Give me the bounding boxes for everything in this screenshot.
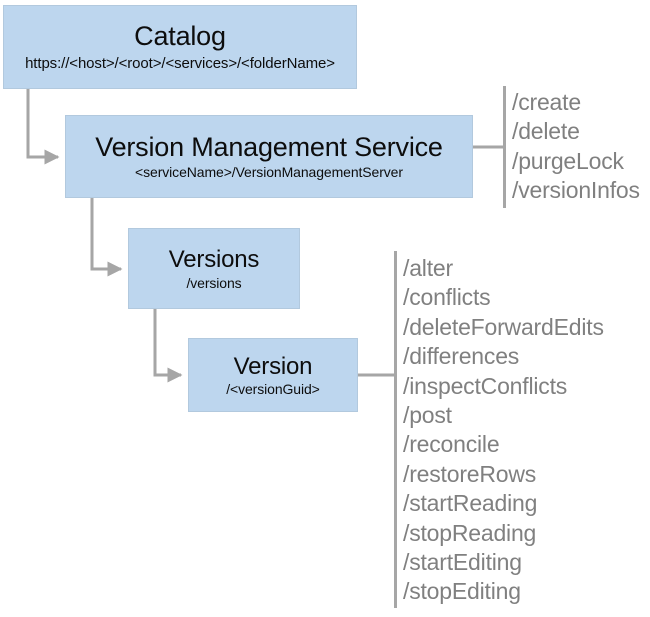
node-versions[interactable]: Versions /versions — [128, 228, 300, 309]
endpoint-item[interactable]: /restoreRows — [403, 460, 537, 487]
connector-versions-to-version — [153, 309, 183, 383]
endpoint-list-version: /alter/conflicts/deleteForwardEdits/diff… — [403, 254, 604, 607]
node-version-management-service-subtitle: <serviceName>/VersionManagementServer — [135, 164, 403, 181]
node-version-subtitle: /<versionGuid> — [226, 380, 320, 397]
endpoint-list-vms: /create/delete/purgeLock/versionInfos — [512, 88, 640, 206]
node-versions-title: Versions — [168, 245, 260, 273]
endpoint-item[interactable]: /differences — [403, 343, 520, 370]
node-versions-subtitle: /versions — [186, 274, 242, 291]
node-version-management-service[interactable]: Version Management Service <serviceName>… — [65, 115, 473, 198]
connector-vms-to-versions — [90, 198, 123, 277]
endpoint-item[interactable]: /create — [512, 89, 581, 115]
node-version-title: Version — [233, 352, 313, 380]
endpoint-item[interactable]: /reconcile — [403, 431, 500, 458]
endpoint-item[interactable]: /stopReading — [403, 519, 537, 546]
node-catalog-subtitle: https://<host>/<root>/<services>/<folder… — [25, 54, 335, 72]
node-version[interactable]: Version /<versionGuid> — [188, 338, 358, 412]
endpoint-item[interactable]: /post — [403, 402, 452, 429]
endpoint-item[interactable]: /startEditing — [403, 549, 522, 576]
endpoint-item[interactable]: /delete — [512, 118, 580, 145]
endpoint-bracket-vms — [503, 86, 506, 208]
endpoint-item[interactable]: /stopEditing — [403, 578, 521, 605]
endpoint-item[interactable]: /purgeLock — [512, 147, 624, 174]
node-catalog[interactable]: Catalog https://<host>/<root>/<services>… — [3, 5, 357, 89]
endpoint-item[interactable]: /alter — [403, 255, 453, 281]
node-catalog-title: Catalog — [134, 21, 226, 52]
endpoint-item[interactable]: /startReading — [403, 490, 538, 517]
endpoint-item[interactable]: /conflicts — [403, 284, 491, 311]
endpoint-bracket-version — [394, 251, 397, 608]
endpoint-item[interactable]: /inspectConflicts — [403, 372, 568, 399]
connector-catalog-to-vms — [26, 89, 60, 165]
endpoint-item[interactable]: /deleteForwardEdits — [403, 313, 604, 340]
endpoint-item[interactable]: /versionInfos — [512, 177, 640, 204]
node-version-management-service-title: Version Management Service — [95, 131, 443, 162]
